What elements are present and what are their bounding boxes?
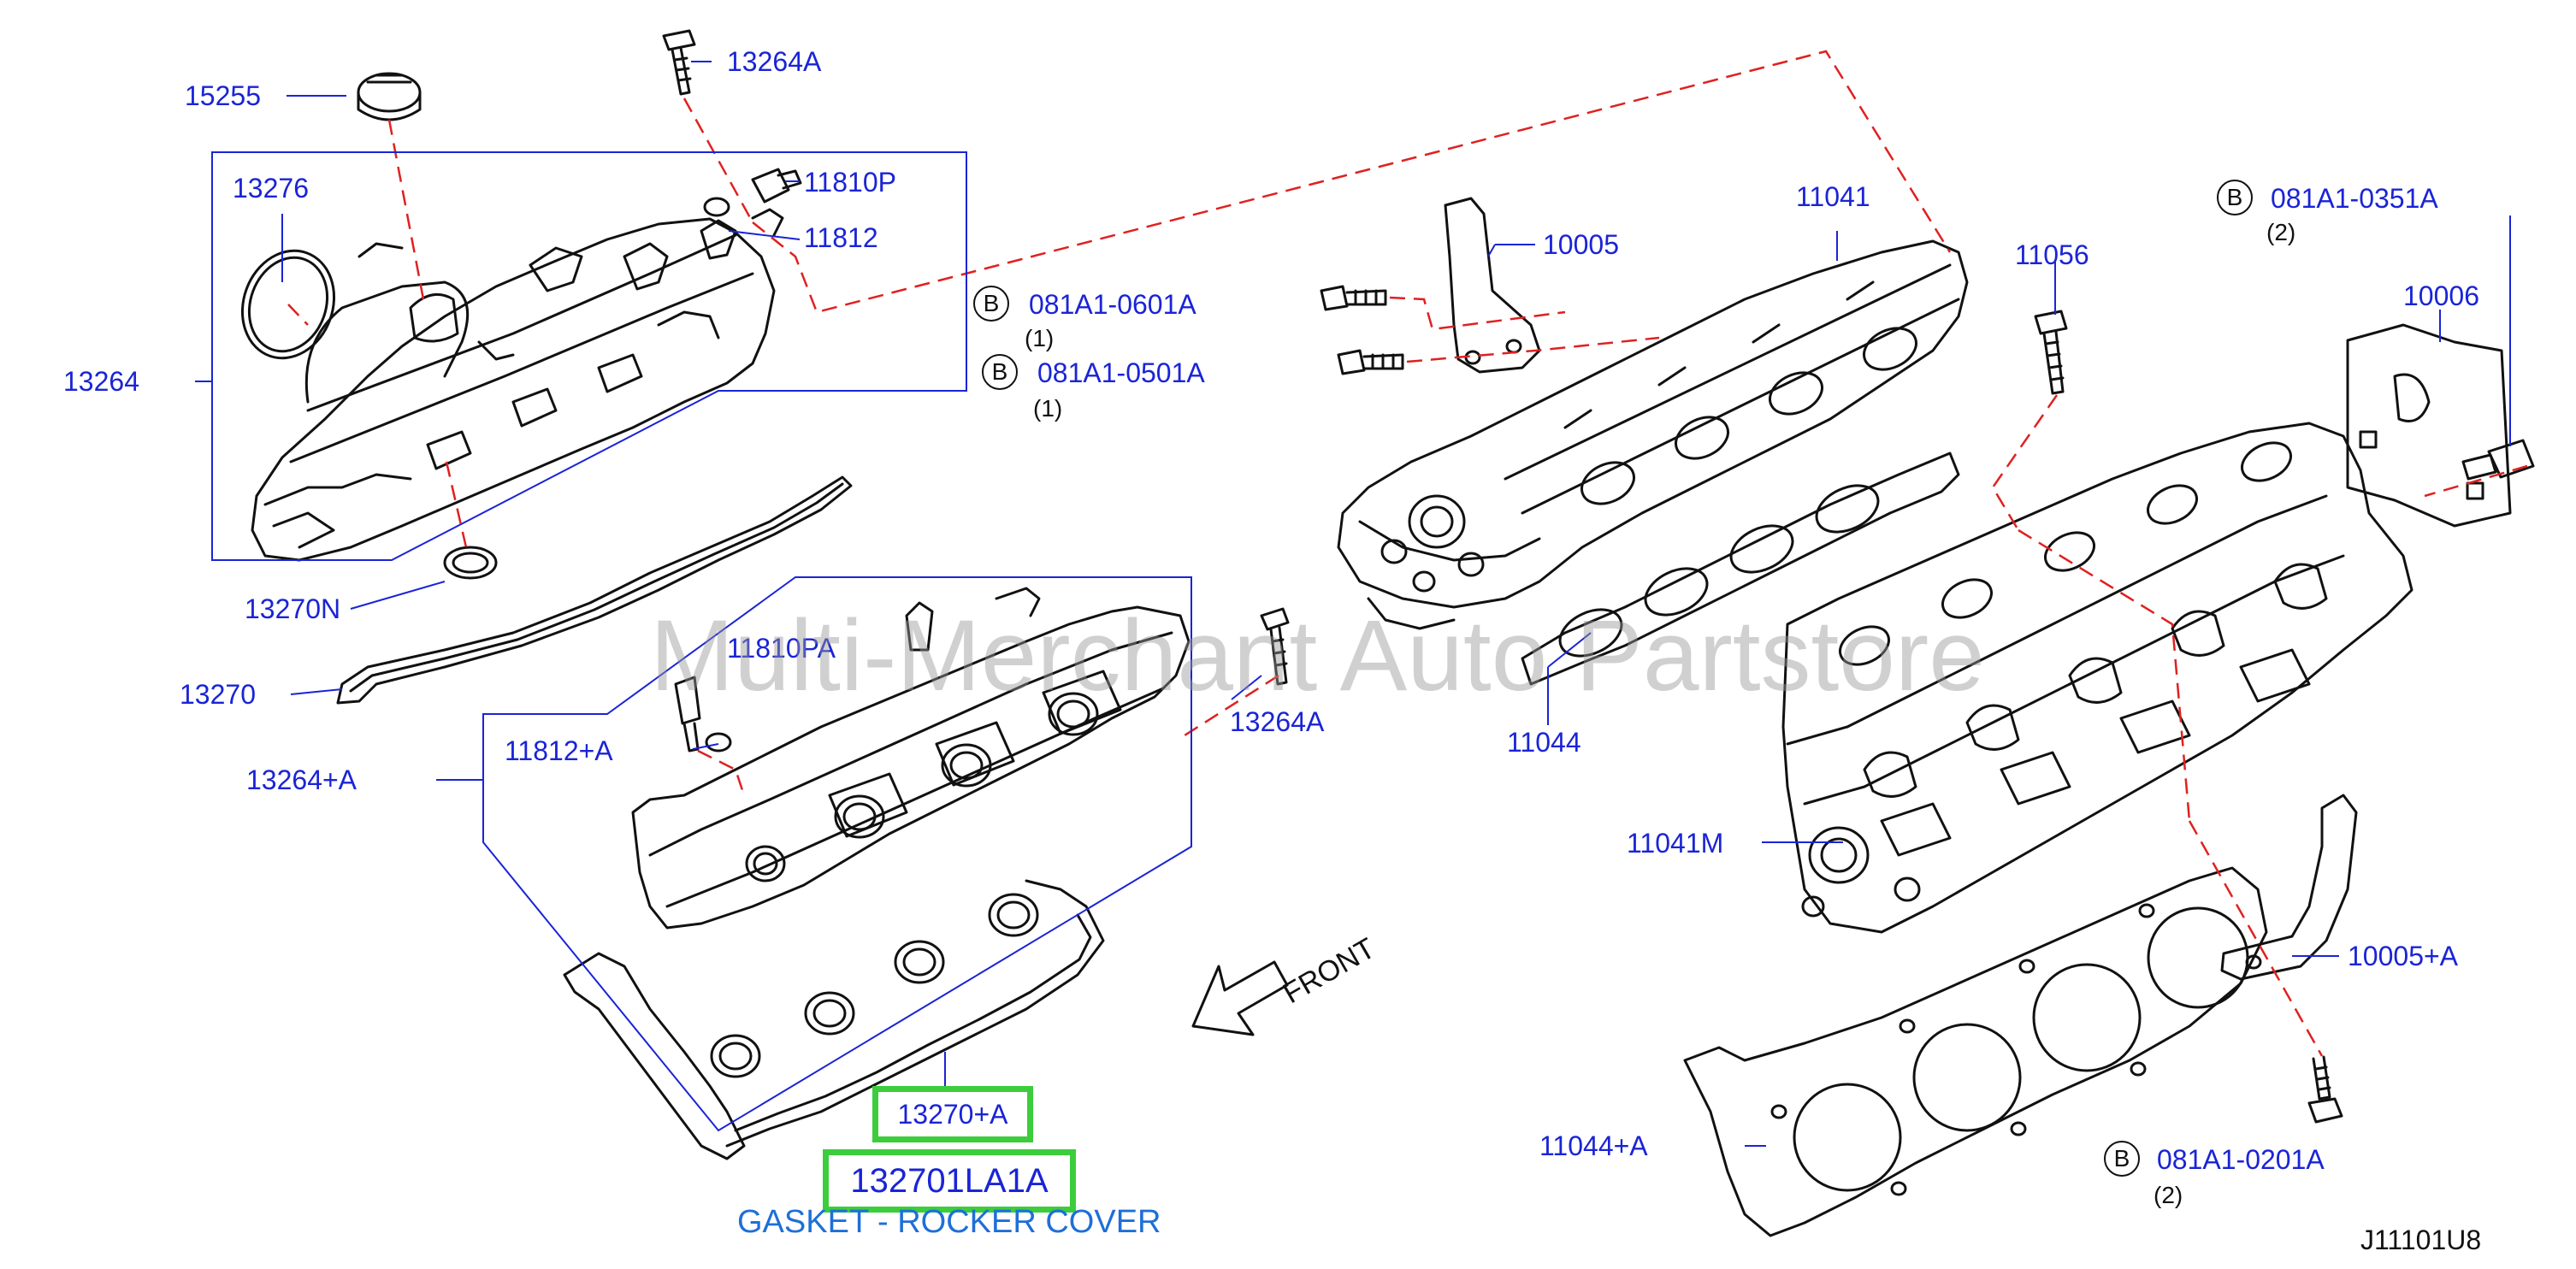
bolt-qty: (2) (2266, 219, 2296, 245)
seal-ring (240, 249, 336, 360)
highlight-ref-13270A[interactable]: 13270+A (872, 1086, 1033, 1142)
gasket-upper (336, 475, 853, 705)
part-label-11812A[interactable]: 11812+A (505, 735, 613, 766)
bolt-marker-b: B (2104, 1141, 2140, 1177)
diagram-code: J11101U8 (2360, 1225, 2482, 1255)
part-label-10005A[interactable]: 10005+A (2348, 941, 2459, 971)
bolt-marker-b: B (973, 286, 1009, 322)
highlight-part-number[interactable]: 132701LA1A (823, 1149, 1076, 1213)
part-label-11810PA[interactable]: 11810PA (727, 633, 836, 664)
part-label-10006[interactable]: 10006 (2403, 280, 2479, 311)
part-label-13276[interactable]: 13276 (233, 173, 309, 204)
part-label-11812[interactable]: 11812 (804, 222, 878, 253)
lower-assembly-frame (482, 576, 1192, 1132)
head-gasket-upper (1521, 452, 1960, 686)
rocker-cover-gasket (563, 879, 1105, 1160)
bolt-qty: (2) (2154, 1182, 2183, 1208)
bolt-code-081A1-0351A[interactable]: 081A1-0351A (2271, 183, 2438, 214)
bolt-marker-b: B (2217, 180, 2253, 215)
part-description: GASKET - ROCKER COVER (737, 1204, 1161, 1240)
bolt-qty: (1) (1033, 395, 1063, 422)
cylinder-head-left (1781, 422, 2414, 934)
bolt-marker-b: B (982, 354, 1018, 390)
front-arrow (1191, 960, 1289, 1036)
bolt-qty: (1) (1025, 325, 1055, 351)
bracket-10005 (1444, 197, 1541, 374)
oil-filler-cap (357, 72, 422, 121)
part-label-10005[interactable]: 10005 (1543, 229, 1619, 260)
part-label-13264A-right[interactable]: 13264A (1230, 706, 1325, 737)
bracket-10005A (2220, 794, 2358, 981)
part-label-15255[interactable]: 15255 (185, 80, 261, 111)
cylinder-head-right (1337, 239, 1969, 630)
part-label-13264plusA[interactable]: 13264+A (246, 764, 357, 795)
bracket-10006 (2346, 323, 2512, 528)
part-label-13264A-top[interactable]: 13264A (727, 46, 822, 77)
part-label-11044A[interactable]: 11044+A (1539, 1130, 1648, 1161)
rocker-cover-upper (251, 208, 784, 562)
rocker-cover-lower (631, 587, 1191, 930)
part-label-11810P[interactable]: 11810P (804, 167, 896, 198)
upper-assembly-frame (211, 151, 967, 561)
bolt-code-081A1-0201A[interactable]: 081A1-0201A (2157, 1144, 2325, 1175)
watermark: Multi-Merchant Auto Partstore (650, 599, 1985, 712)
part-label-13270[interactable]: 13270 (180, 679, 256, 710)
part-label-11044[interactable]: 11044 (1507, 727, 1581, 758)
part-label-11041[interactable]: 11041 (1796, 181, 1870, 212)
part-label-11056[interactable]: 11056 (2015, 239, 2089, 270)
bolt-code-081A1-0601A[interactable]: 081A1-0601A (1029, 289, 1196, 320)
head-gasket-lower (1683, 866, 2268, 1237)
part-label-13264[interactable]: 13264 (63, 366, 139, 397)
bolt-top (662, 29, 696, 96)
bolt-code-081A1-0501A[interactable]: 081A1-0501A (1037, 357, 1205, 388)
part-label-11041M[interactable]: 11041M (1627, 828, 1724, 859)
part-label-13270N[interactable]: 13270N (245, 593, 341, 624)
